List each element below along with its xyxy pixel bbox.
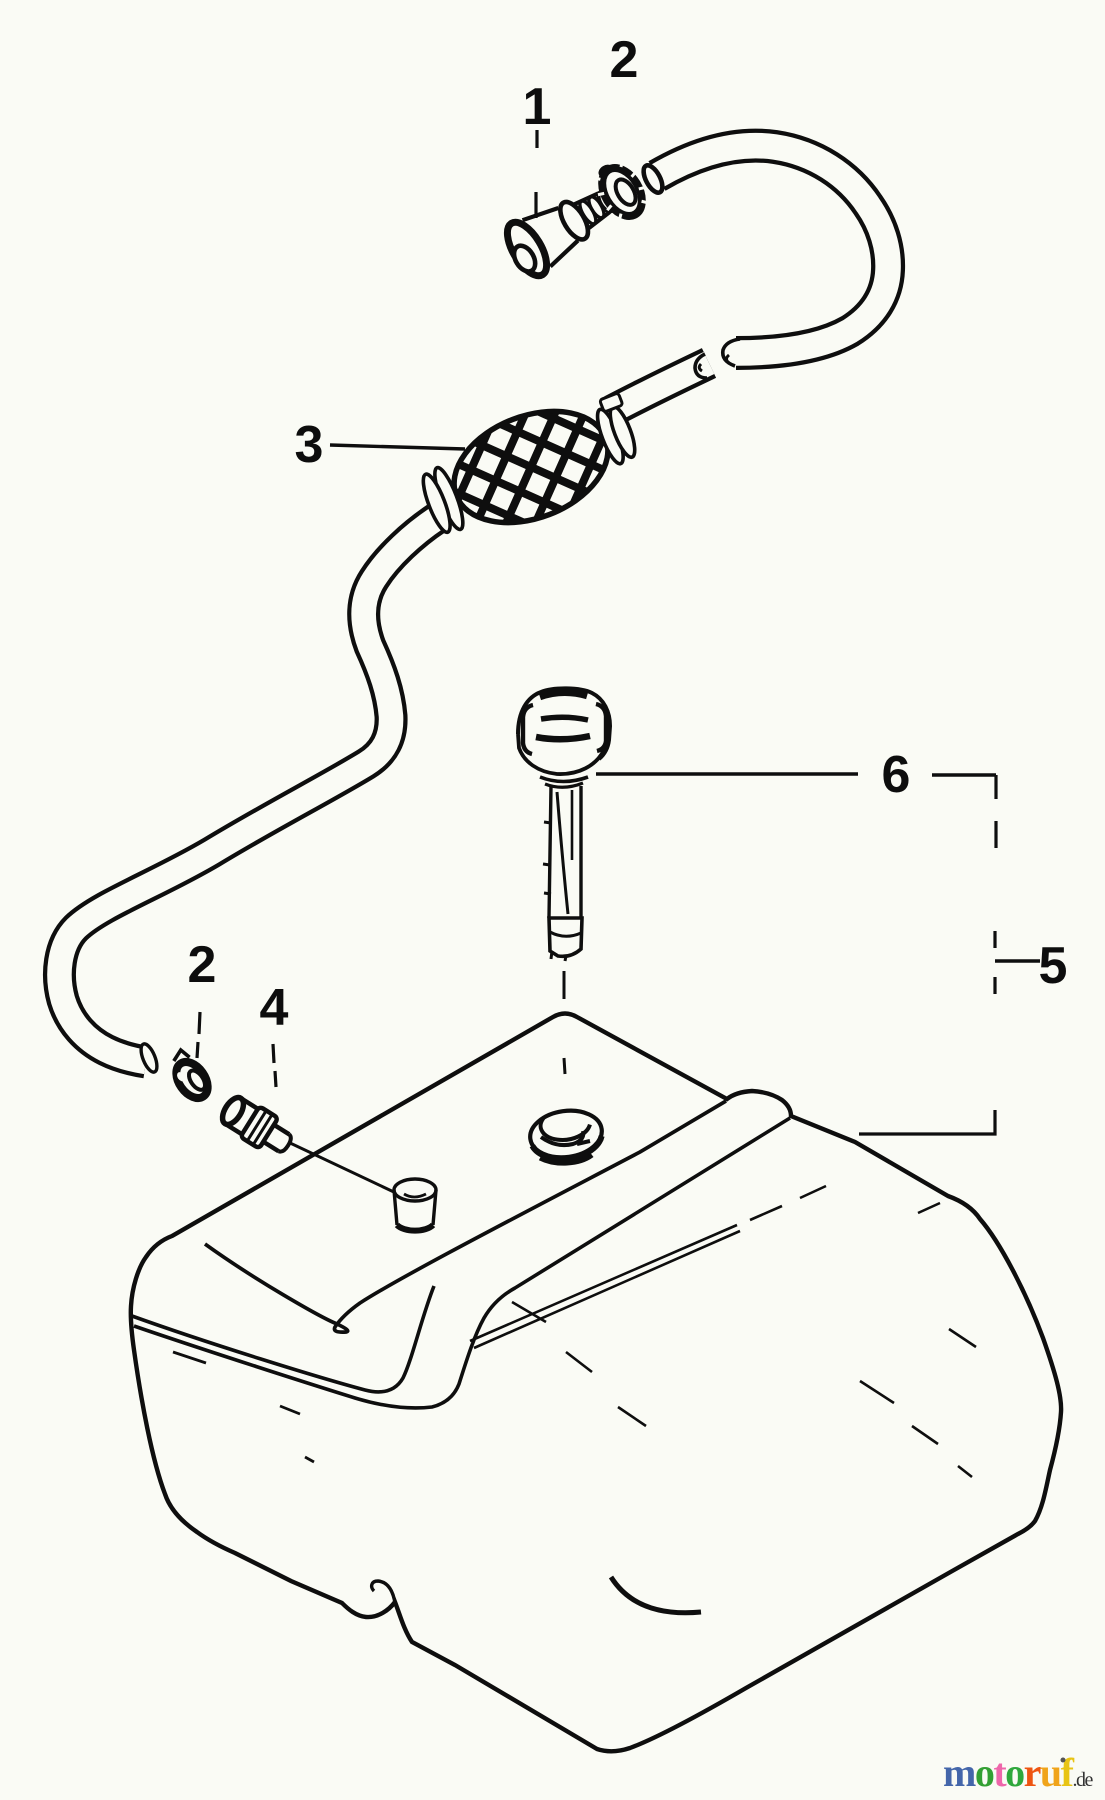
svg-text:1: 1: [523, 78, 552, 136]
svg-text:6: 6: [882, 746, 911, 804]
svg-text:2: 2: [188, 936, 217, 994]
svg-text:2: 2: [610, 31, 639, 89]
svg-text:5: 5: [1039, 937, 1068, 995]
svg-text:motoruf.de: motoruf.de: [943, 1750, 1094, 1795]
svg-text:3: 3: [295, 416, 324, 474]
svg-text:4: 4: [260, 979, 289, 1037]
